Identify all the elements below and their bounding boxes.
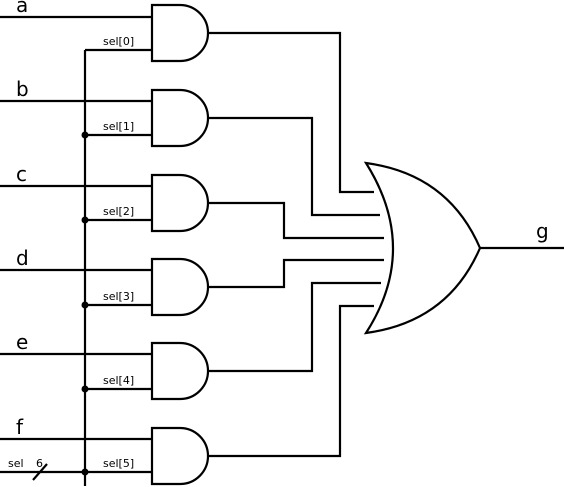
- sel3-label: sel[3]: [103, 290, 134, 303]
- and-gate-row-5: f sel[5]: [0, 415, 210, 486]
- junction-dot-2: [81, 216, 89, 224]
- and-gate-row-3: d sel[3]: [0, 246, 210, 317]
- input-b-label: b: [16, 77, 29, 101]
- junction-dot-1: [81, 131, 89, 139]
- junction-dot-5: [81, 468, 89, 476]
- and-gate-5: [150, 426, 210, 486]
- and-gate-3: [150, 257, 210, 317]
- sel2-label: sel[2]: [103, 205, 134, 218]
- and1-to-or-wire: [208, 116, 380, 217]
- junction-dot-3: [81, 301, 89, 309]
- sel0-label: sel[0]: [103, 35, 134, 48]
- and4-to-or-wire: [208, 281, 381, 373]
- junction-dot-4: [81, 385, 89, 393]
- and-gate-1: [150, 88, 210, 148]
- and-gate-row-2: c sel[2]: [0, 162, 210, 233]
- and-gate-4: [150, 341, 210, 401]
- input-f-label: f: [16, 415, 24, 439]
- and0-to-or-wire: [208, 31, 374, 194]
- input-a-label: a: [16, 0, 28, 17]
- and5-to-or-wire: [208, 304, 374, 458]
- input-d-label: d: [16, 246, 29, 270]
- and-gate-row-1: b sel[1]: [0, 77, 210, 148]
- input-c-label: c: [16, 162, 27, 186]
- and-gate-row-0: a sel[0]: [0, 0, 210, 63]
- sel1-label: sel[1]: [103, 120, 134, 133]
- output-g-label: g: [536, 219, 549, 243]
- and2-to-or-wire: [208, 201, 384, 240]
- and3-to-or-wire: [208, 258, 384, 289]
- sel-bus-label: sel: [8, 457, 24, 470]
- or-gate: [363, 161, 482, 335]
- and-gate-row-4: e sel[4]: [0, 330, 210, 401]
- sel5-label: sel[5]: [103, 457, 134, 470]
- and-gate-0: [150, 3, 210, 63]
- sel4-label: sel[4]: [103, 374, 134, 387]
- bus-width-slash: [32, 463, 48, 481]
- and-gate-2: [150, 173, 210, 233]
- input-e-label: e: [16, 330, 28, 354]
- sel-bus-width: 6: [36, 457, 43, 470]
